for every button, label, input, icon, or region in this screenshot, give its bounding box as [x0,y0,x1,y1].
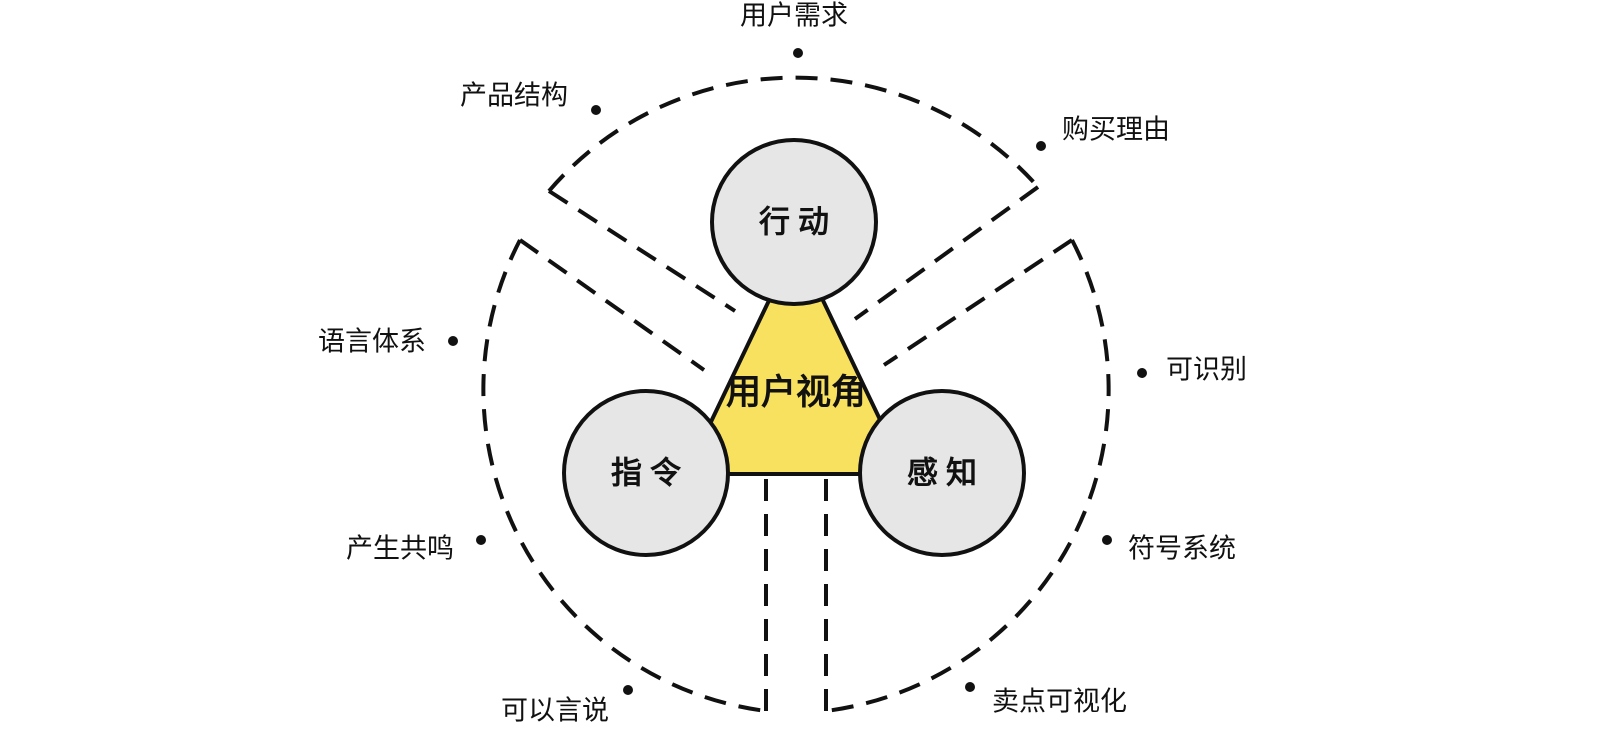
label-left-bottom: 可以言说 [501,696,609,727]
label-left-upper: 语言体系 [318,327,426,358]
bullet-dot [1102,535,1112,545]
label-right-bottom: 卖点可视化 [992,687,1127,718]
node-top-circle [710,138,878,306]
center-triangle [682,239,910,476]
node-left: 指令 [562,389,730,557]
node-top-label: 行动 [758,205,837,241]
label-top-left: 产品结构 [460,81,568,112]
bullet-dot [476,535,486,545]
top-sector-right-line [853,185,1040,321]
bullet-dot [1036,141,1046,151]
label-top-center: 用户需求 [740,1,848,32]
top-sector-left-line [547,189,737,313]
bullet-dot [1137,368,1147,378]
bullet-dot [793,48,803,58]
right-sector-top-line [882,238,1074,367]
labels: 产品结构 用户需求 购买理由 语言体系 产生共鸣 可以言说 可识别 符号系统 卖… [318,1,1247,727]
center-label: 用户视角 [726,373,866,413]
bullet-dot [448,336,458,346]
label-left-middle: 产生共鸣 [346,534,454,565]
label-right-middle: 符号系统 [1128,534,1236,565]
label-top-right: 购买理由 [1062,115,1170,146]
node-right-label: 感知 [907,456,985,492]
label-right-upper: 可识别 [1166,355,1247,386]
bullet-dot [591,105,601,115]
bullet-dot [623,685,633,695]
label-dots [448,48,1147,695]
right-sector-arc [825,239,1111,713]
node-left-label: 指令 [611,456,689,492]
top-sector-arc [547,75,1040,193]
outer-sectors [481,75,1111,713]
node-left-circle [562,389,730,557]
left-sector-top-line [518,238,706,372]
left-sector-arc [481,239,767,713]
bullet-dot [965,682,975,692]
node-right-circle [858,389,1026,557]
node-top: 行动 [710,138,878,306]
node-right: 感知 [858,389,1026,557]
